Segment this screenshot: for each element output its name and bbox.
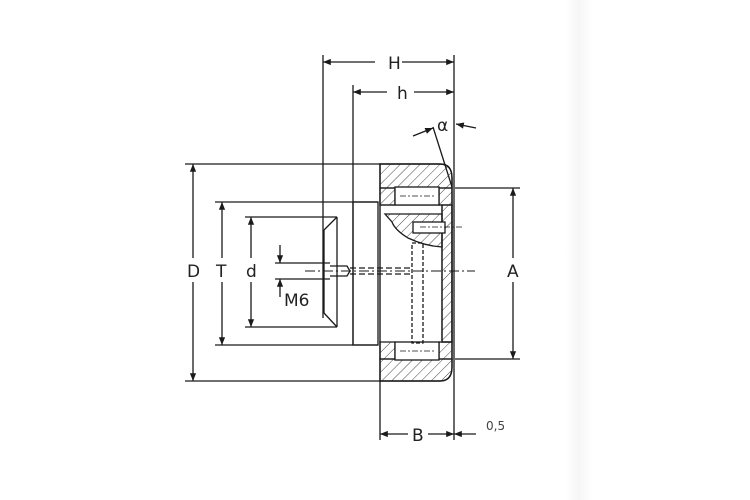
label-B: B [412,426,424,446]
label-H: H [388,54,401,74]
label-A: A [507,262,519,282]
label-h: h [397,84,408,104]
scan-shading [565,0,593,500]
label-M6: M6 [284,291,309,311]
label-D: D [187,262,200,282]
label-offset: 0,5 [486,419,505,433]
label-alpha: α [437,116,448,136]
washer [323,216,338,328]
label-d: d [246,262,257,282]
label-T: T [215,262,227,282]
